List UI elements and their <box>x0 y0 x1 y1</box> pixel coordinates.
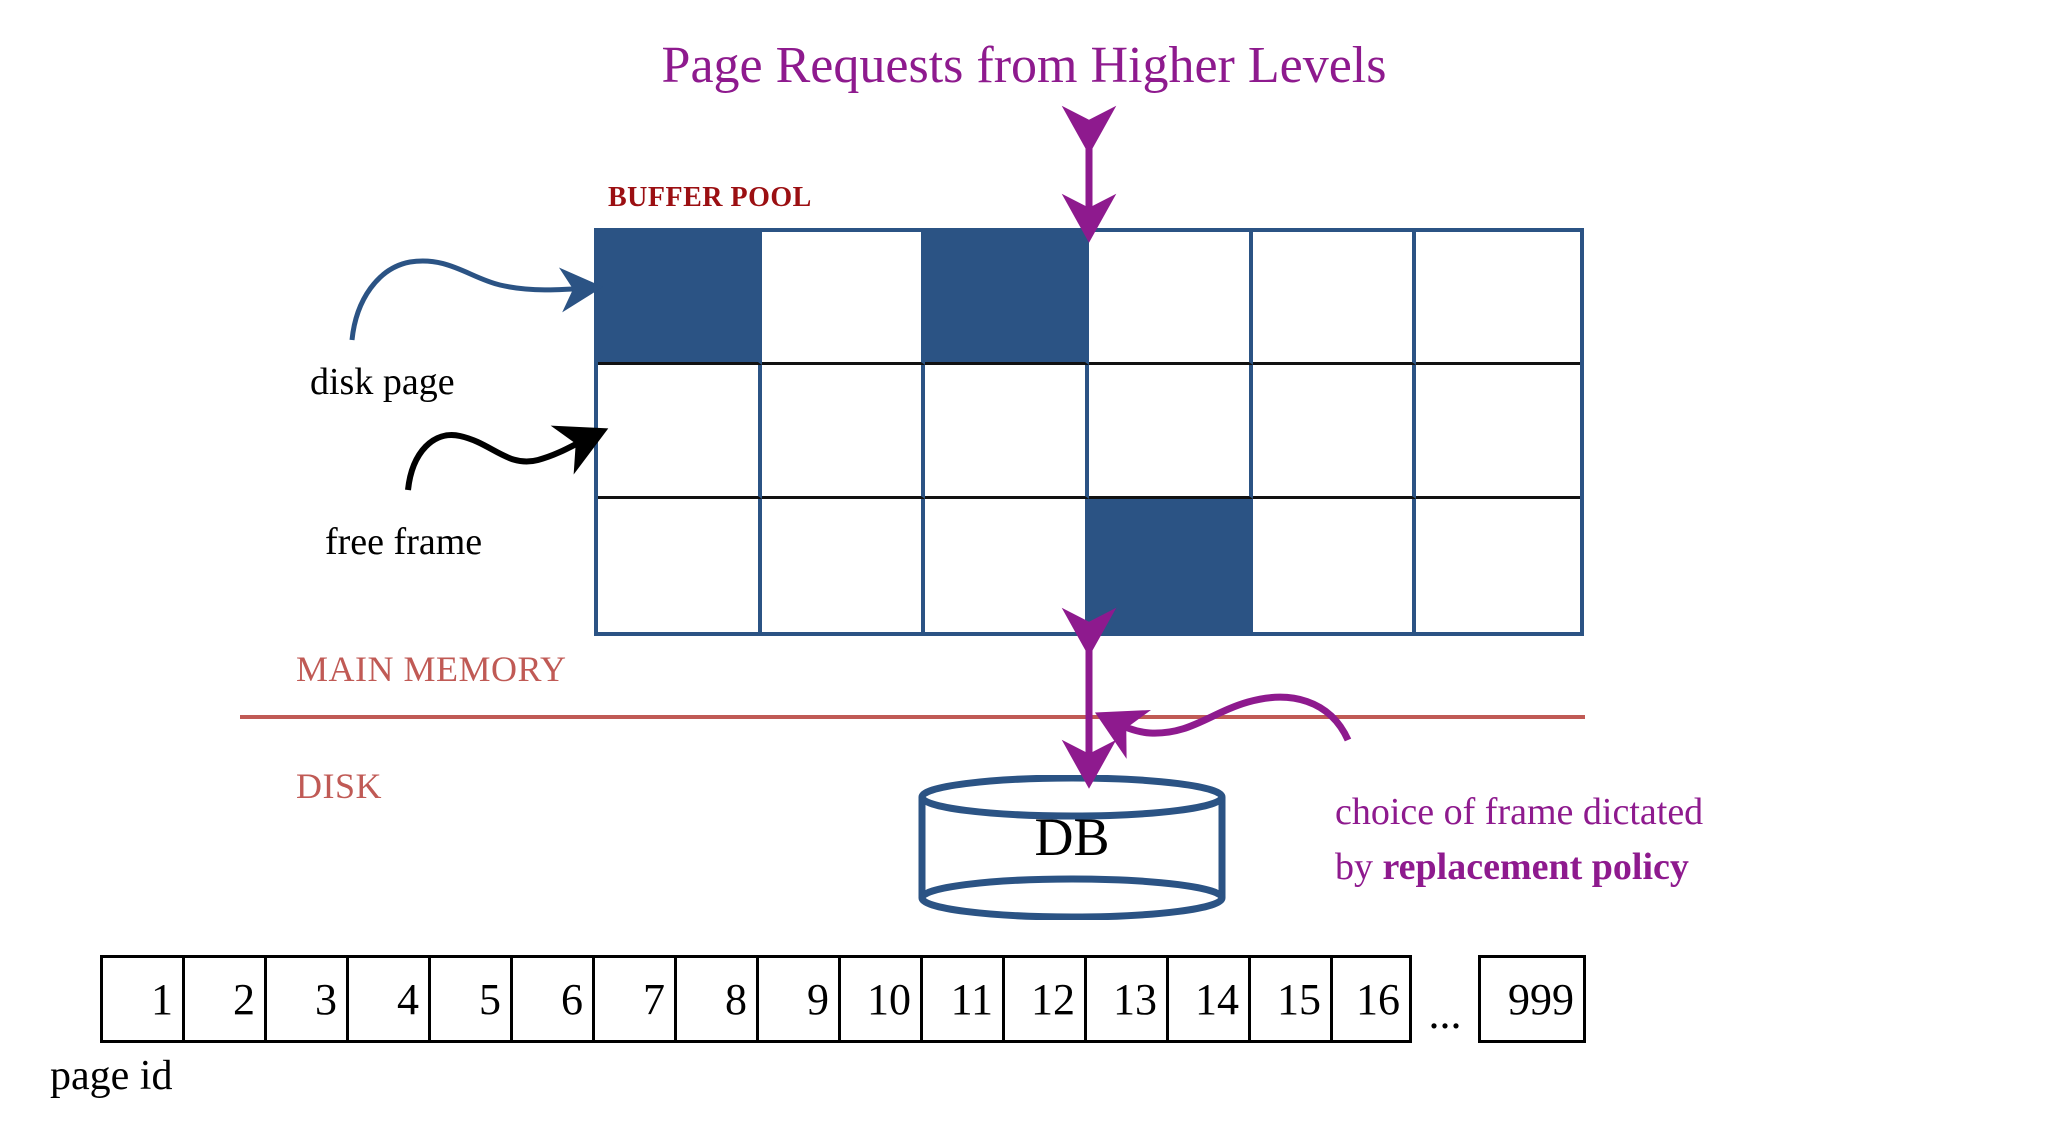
frame-cell-r3c4 <box>1089 498 1253 632</box>
page-id-cell: 8 <box>674 955 756 1043</box>
frame-cell-r1c2 <box>761 232 926 366</box>
policy-note-line1: choice of frame dictated <box>1335 791 1704 833</box>
page-id-cell: 5 <box>428 955 510 1043</box>
frame-cell-r1c3 <box>925 232 1089 366</box>
frame-cell-r2c3 <box>925 365 1089 499</box>
frame-cell-r2c6 <box>1416 365 1580 499</box>
page-id-cell: 7 <box>592 955 674 1043</box>
page-id-cell: 2 <box>182 955 264 1043</box>
free-frame-label: free frame <box>325 521 483 563</box>
frame-cell-r1c5 <box>1252 232 1417 366</box>
page-id-cell-last: 999 <box>1478 955 1586 1043</box>
page-id-cell: 14 <box>1166 955 1248 1043</box>
disk-page-label: disk page <box>310 361 455 403</box>
page-id-cell: 9 <box>756 955 838 1043</box>
memory-disk-divider <box>240 715 1585 719</box>
page-id-strip: 1 2 3 4 5 6 7 8 9 10 11 12 13 14 15 16 .… <box>100 955 1586 1043</box>
disk-label: DISK <box>296 766 383 806</box>
page-id-label: page id <box>50 1053 173 1099</box>
page-id-cell: 16 <box>1330 955 1412 1043</box>
policy-note-line2: by replacement policy <box>1335 840 1703 895</box>
page-id-cell: 4 <box>346 955 428 1043</box>
frame-cell-r2c4 <box>1089 365 1253 499</box>
db-label: DB <box>1034 807 1110 867</box>
buffer-pool-grid <box>594 228 1584 636</box>
frame-cell-r1c4 <box>1089 232 1253 366</box>
frame-cell-r1c1 <box>598 232 762 366</box>
frame-cell-r2c5 <box>1252 365 1417 499</box>
disk-page-pointer-icon <box>349 258 603 341</box>
page-id-cell: 6 <box>510 955 592 1043</box>
frame-cell-r3c1 <box>598 498 762 632</box>
page-id-cell: 13 <box>1084 955 1166 1043</box>
frame-cell-r2c2 <box>761 365 926 499</box>
frame-cell-r1c6 <box>1416 232 1580 366</box>
page-id-cell: 10 <box>838 955 920 1043</box>
policy-note-line2-bold: replacement policy <box>1382 846 1689 889</box>
frame-cell-r3c5 <box>1252 498 1417 632</box>
page-id-cell: 15 <box>1248 955 1330 1043</box>
page-id-cell: 1 <box>100 955 182 1043</box>
policy-note-line2-prefix: by <box>1335 846 1383 889</box>
frame-cell-r3c3 <box>925 498 1089 632</box>
page-id-cell: 11 <box>920 955 1002 1043</box>
page-id-cell: 12 <box>1002 955 1084 1043</box>
frame-cell-r3c6 <box>1416 498 1580 632</box>
page-id-ellipsis: ... <box>1428 989 1462 1038</box>
page-id-cell: 3 <box>264 955 346 1043</box>
free-frame-pointer-icon <box>405 425 609 491</box>
frame-cell-r2c1 <box>598 365 762 499</box>
buffer-pool-label: BUFFER POOL <box>608 182 812 213</box>
replacement-policy-note: choice of frame dictated by replacement … <box>1335 785 1703 895</box>
main-memory-label: MAIN MEMORY <box>296 649 567 689</box>
page-title: Page Requests from Higher Levels <box>661 37 1387 94</box>
frame-cell-r3c2 <box>761 498 926 632</box>
